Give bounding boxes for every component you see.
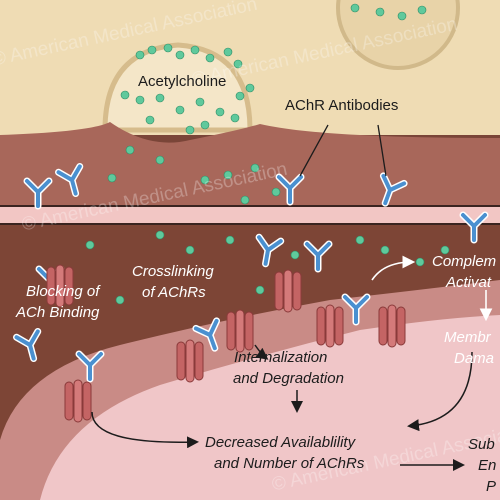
decreased-label-line2: and Number of AChRs xyxy=(214,455,365,472)
membrane-label-line1: Membr xyxy=(444,329,491,346)
postsynaptic-membrane xyxy=(0,205,500,225)
sub-label-line3: P xyxy=(486,478,497,495)
internalization-label-line2: and Degradation xyxy=(233,370,344,387)
decreased-label-line1: Decreased Availablility xyxy=(205,434,356,451)
complement-label-line1: Complem xyxy=(432,253,497,270)
achr-antibodies-label: AChR Antibodies xyxy=(285,97,399,114)
blocking-label-line1: Blocking of xyxy=(26,283,100,300)
pointer-line xyxy=(377,124,387,177)
complement-label-line2: Activat xyxy=(446,274,492,291)
arrow-icon xyxy=(254,344,269,360)
arrow-icon xyxy=(371,255,416,281)
ach-molecules xyxy=(85,3,450,305)
sub-label-line1: Sub xyxy=(468,436,495,453)
crosslinking-label-line1: Crosslinking xyxy=(132,263,214,280)
sub-label-line2: En xyxy=(478,457,497,474)
blocking-label-line2: ACh Binding xyxy=(16,304,100,321)
synaptic-cleft xyxy=(0,122,500,205)
internalization-label-line1: Internalization xyxy=(234,349,328,366)
vesicle-top xyxy=(336,0,460,70)
acetylcholine-label: Acetylcholine xyxy=(138,73,227,90)
crosslinking-label-line2: of AChRs xyxy=(142,284,206,301)
arrow-icon xyxy=(407,351,473,432)
pointer-line xyxy=(299,124,329,177)
muscle-interior xyxy=(40,315,500,500)
arrow-icon xyxy=(91,411,199,449)
vesicle-fusing xyxy=(102,42,253,133)
membrane-label-line2: Dama xyxy=(454,350,495,367)
